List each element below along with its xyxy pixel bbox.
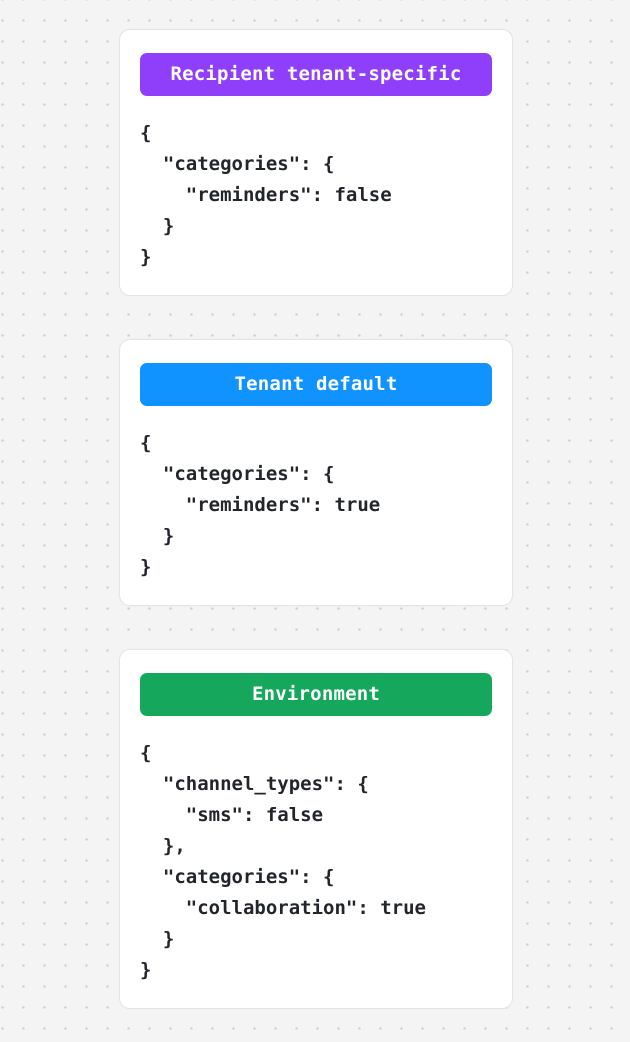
card-tenant-default: Tenant default { "categories": { "remind… [119,339,513,606]
preference-card-stack: Recipient tenant-specific { "categories"… [119,29,513,1009]
badge-environment: Environment [140,673,492,716]
card-recipient-tenant-specific: Recipient tenant-specific { "categories"… [119,29,513,296]
card-environment: Environment { "channel_types": { "sms": … [119,649,513,1009]
code-block-recipient-tenant-specific: { "categories": { "reminders": false } } [140,122,392,268]
code-block-environment: { "channel_types": { "sms": false }, "ca… [140,742,426,981]
badge-tenant-default: Tenant default [140,363,492,406]
code-block-tenant-default: { "categories": { "reminders": true } } [140,432,381,578]
badge-recipient-tenant-specific: Recipient tenant-specific [140,53,492,96]
